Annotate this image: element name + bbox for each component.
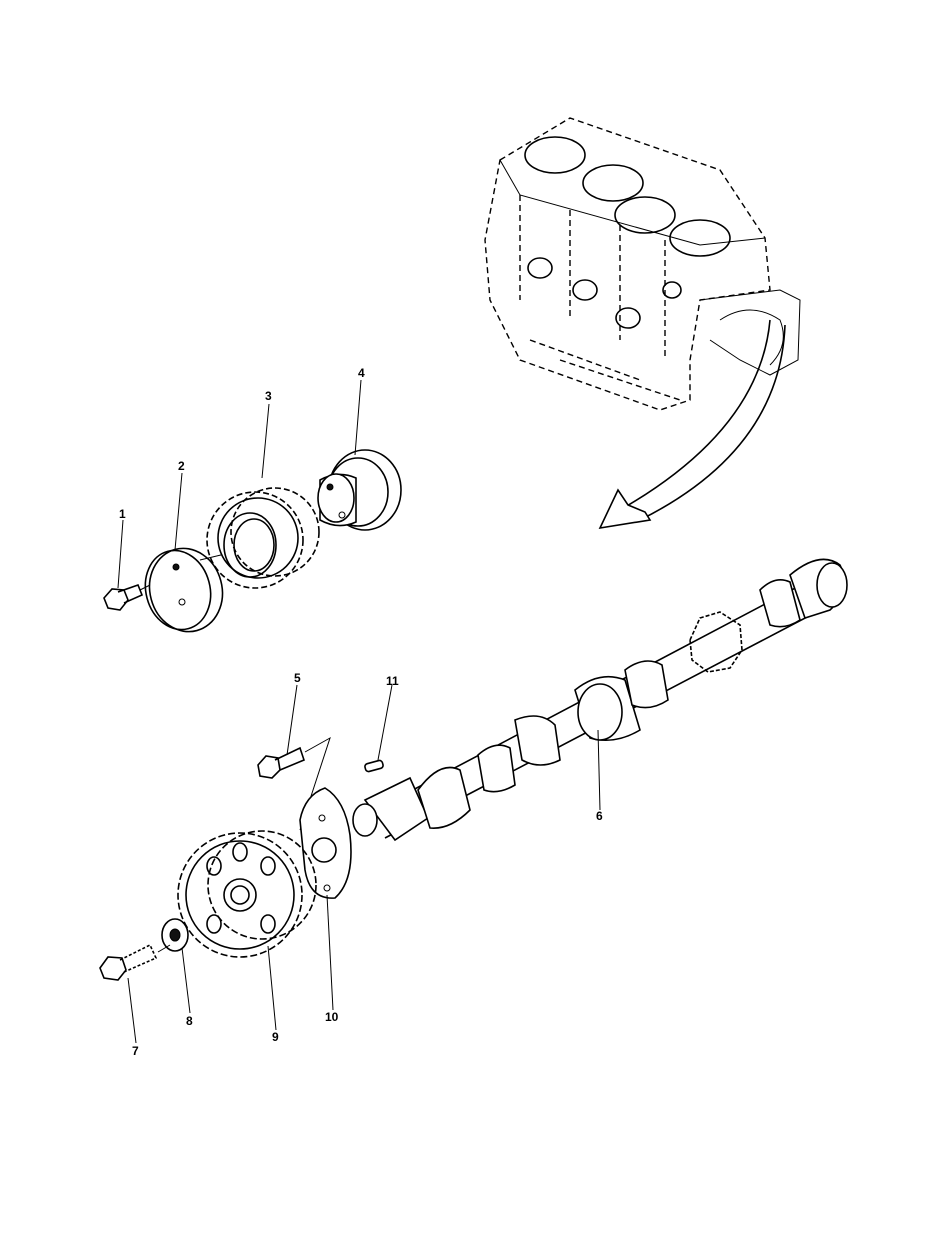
- part-9-gear: [178, 831, 316, 957]
- callout-3: 3: [265, 389, 272, 403]
- callout-11: 11: [386, 674, 399, 688]
- callout-8: 8: [186, 1014, 193, 1028]
- engine-block-illustration: [485, 118, 800, 410]
- part-10-thrust-plate: [300, 788, 351, 898]
- part-8-washer: [162, 919, 188, 951]
- callout-7: 7: [132, 1044, 139, 1058]
- callout-10: 10: [325, 1010, 339, 1024]
- part-7-bolt: [100, 945, 170, 980]
- callout-9: 9: [272, 1030, 279, 1044]
- callout-1: 1: [119, 507, 126, 521]
- part-11-key: [364, 760, 383, 772]
- callout-4: 4: [358, 366, 365, 380]
- part-4-spacer: [318, 450, 401, 530]
- callout-6: 6: [596, 809, 603, 823]
- callout-2: 2: [178, 459, 185, 473]
- location-arrow: [600, 320, 785, 528]
- callout-5: 5: [294, 671, 301, 685]
- part-3-gear: [207, 488, 319, 588]
